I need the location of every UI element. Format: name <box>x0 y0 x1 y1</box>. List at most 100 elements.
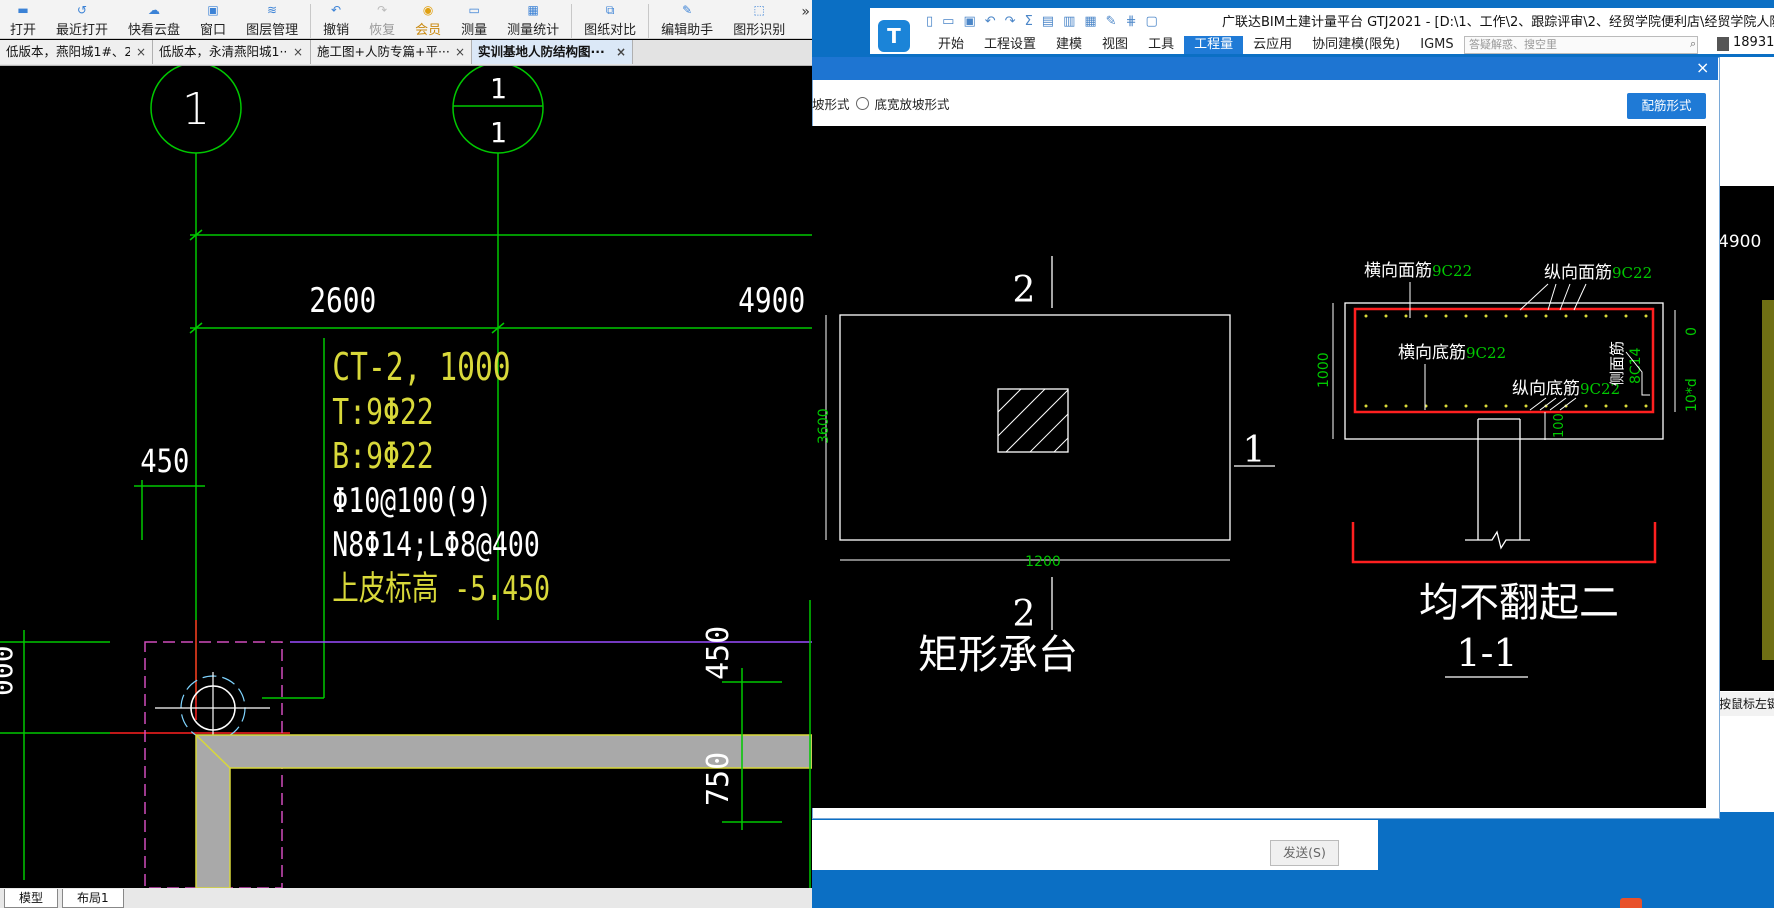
doc-tab[interactable]: 施工图+人防专篇+平··· × <box>311 40 472 64</box>
pile-cap-diagram: 2 2 1 3600 1200 矩形承台 横向面筋9C22 纵向面筋9C22 横… <box>812 126 1706 808</box>
tab-cloud[interactable]: 云应用 <box>1253 37 1293 52</box>
dimension-text: 000 <box>0 645 19 696</box>
vip-button[interactable]: ◉会员 <box>405 2 451 38</box>
tab-modeling[interactable]: 建模 <box>1056 37 1083 52</box>
layer-manager-label: 图层管理 <box>246 23 299 38</box>
cloud-disk-label: 快看云盘 <box>128 23 181 38</box>
rebar-label: 横向底筋9C22 <box>1398 343 1506 363</box>
report-icon[interactable]: ▤ <box>1041 14 1055 29</box>
compare-label: 图纸对比 <box>584 23 637 38</box>
close-icon[interactable]: × <box>135 45 146 59</box>
close-icon[interactable]: × <box>1696 58 1710 77</box>
rebar-label: 纵向面筋9C22 <box>1544 263 1652 283</box>
tab-layout1[interactable]: 布局1 <box>62 888 124 908</box>
pile-cap-annotation: CT-2, 1000 <box>332 345 510 390</box>
recent-open-button[interactable]: ↺最近打开 <box>46 2 118 38</box>
search-input[interactable]: 答疑解惑、搜空里 <box>1464 36 1698 54</box>
column-hatch <box>997 388 1069 453</box>
window-button[interactable]: ▣窗口 <box>190 2 236 38</box>
toolbar-divider <box>648 4 650 38</box>
open-button[interactable]: ▬打开 <box>0 2 46 38</box>
avatar[interactable] <box>1717 37 1729 51</box>
taskbar-app-icon[interactable] <box>1620 898 1642 908</box>
rebar-label: 纵向底筋9C22 <box>1512 379 1620 399</box>
new-file-icon[interactable]: ▯ <box>926 14 934 29</box>
tab-project-settings[interactable]: 工程设置 <box>984 37 1037 52</box>
dimension-text: 2600 <box>309 281 376 320</box>
measure-stats-button[interactable]: ▦ 测量统计 <box>497 2 569 38</box>
brush-icon[interactable]: ✎ <box>1105 14 1117 29</box>
view-report-icon[interactable]: ▥ <box>1063 14 1076 29</box>
layer-manager-button[interactable]: ≋图层管理 <box>236 2 308 38</box>
section-label: 2 <box>1013 270 1036 311</box>
check-icon[interactable]: ▦ <box>1084 14 1097 29</box>
measure-stats-icon: ▦ <box>527 3 539 17</box>
compare-button[interactable]: ⧉图纸对比 <box>574 2 646 38</box>
pile-cap-annotation: B:9Φ22 <box>332 435 433 477</box>
measure-button[interactable]: ▭测量 <box>451 2 497 38</box>
dimension-text: 0 <box>1684 327 1700 336</box>
section-label: 2 <box>1013 594 1036 635</box>
close-icon[interactable]: × <box>293 45 304 59</box>
doc-tab[interactable]: 低版本，永清燕阳城1··· × <box>153 40 311 64</box>
close-icon[interactable]: × <box>454 45 465 59</box>
tab-igms[interactable]: IGMS <box>1420 37 1454 52</box>
edit-assistant-button[interactable]: ✎编辑助手 <box>651 2 723 38</box>
tab-model[interactable]: 模型 <box>4 888 59 908</box>
measure-stats-label: 测量统计 <box>507 23 560 38</box>
tab-start[interactable]: 开始 <box>938 37 965 52</box>
user-id: 18931 <box>1733 35 1774 50</box>
radio-bottom-width-slope[interactable] <box>855 97 869 110</box>
rebar-form-button[interactable]: 配筋形式 <box>1627 93 1706 119</box>
redo-icon[interactable]: ↷ <box>1004 14 1016 29</box>
tab-quantities[interactable]: 工程量 <box>1184 36 1244 54</box>
cad-drawing-canvas[interactable]: 1 1 1 2600 4900 450 CT-2, 1000 T <box>0 66 812 888</box>
tab-collaboration[interactable]: 协同建模(限免) <box>1312 37 1401 52</box>
plan-title: 矩形承台 <box>918 632 1078 678</box>
dimension-text: 4900 <box>1718 232 1762 252</box>
undo-icon[interactable]: ↶ <box>984 14 996 29</box>
sum-icon[interactable]: Σ <box>1024 14 1033 29</box>
edit-assistant-label: 编辑助手 <box>661 23 714 38</box>
rebar-label: 横向面筋9C22 <box>1364 261 1472 281</box>
doc-tab-label: 实训基地人防结构图··· <box>478 44 605 59</box>
tab-tools[interactable]: 工具 <box>1148 37 1175 52</box>
doc-tab-label: 低版本，永清燕阳城1··· <box>159 44 287 59</box>
send-button[interactable]: 发送(S) <box>1270 840 1339 866</box>
dimension-text: 450 <box>140 443 189 481</box>
pile-cap-annotation: 上皮标高 -5.450 <box>332 570 550 609</box>
shape-recognition-button[interactable]: ⬚ 图形识别 <box>723 2 795 38</box>
grid-icon[interactable]: ⋕ <box>1125 14 1137 29</box>
dimension-tick <box>189 322 203 334</box>
save-icon[interactable]: ▣ <box>963 14 976 29</box>
dimension-tick <box>189 229 203 241</box>
shape-recognition-icon: ⬚ <box>753 3 765 17</box>
section-title: 1-1 <box>1456 631 1517 675</box>
dimension-tick <box>491 322 505 334</box>
redo-button[interactable]: ↷恢复 <box>359 2 405 38</box>
cloud-disk-button[interactable]: ☁快看云盘 <box>118 2 190 38</box>
cad-toolbar: ▬打开 ↺最近打开 ☁快看云盘 ▣窗口 ≋图层管理 ↶撤销 ↷恢复 ◉会员 ▭测… <box>0 0 812 39</box>
rebar-cage <box>1353 307 1655 414</box>
link-icon[interactable]: ▢ <box>1145 14 1158 29</box>
shape-recognition-label: 图形识别 <box>733 23 786 38</box>
close-icon[interactable]: × <box>615 45 626 59</box>
doc-tab[interactable]: 低版本，燕阳城1#、2···× <box>0 40 153 64</box>
grid-label: 1 <box>182 84 210 135</box>
hatch-lines <box>997 388 1069 453</box>
undo-label: 撤销 <box>323 23 350 38</box>
search-icon[interactable]: ⌕ <box>1690 37 1697 50</box>
tab-view[interactable]: 视图 <box>1102 37 1129 52</box>
dimension-text: 4900 <box>738 281 805 320</box>
slope-option-label: 坡形式 <box>812 97 850 112</box>
doc-tab-label: 施工图+人防专篇+平··· <box>317 44 449 59</box>
dimension-text: 3600 <box>816 408 832 444</box>
section-outline <box>1344 302 1664 440</box>
undo-button[interactable]: ↶撤销 <box>313 2 359 38</box>
doc-tab-active[interactable]: 实训基地人防结构图··· × <box>472 40 633 64</box>
open-file-icon[interactable]: ▭ <box>942 14 955 29</box>
ruler-icon: ▭ <box>468 3 480 17</box>
slope-options: 坡形式 底宽放坡形式 <box>812 94 950 113</box>
toolbar-overflow-button[interactable]: » <box>801 4 810 20</box>
side-rebar-label: 侧面筋 <box>1608 341 1626 386</box>
